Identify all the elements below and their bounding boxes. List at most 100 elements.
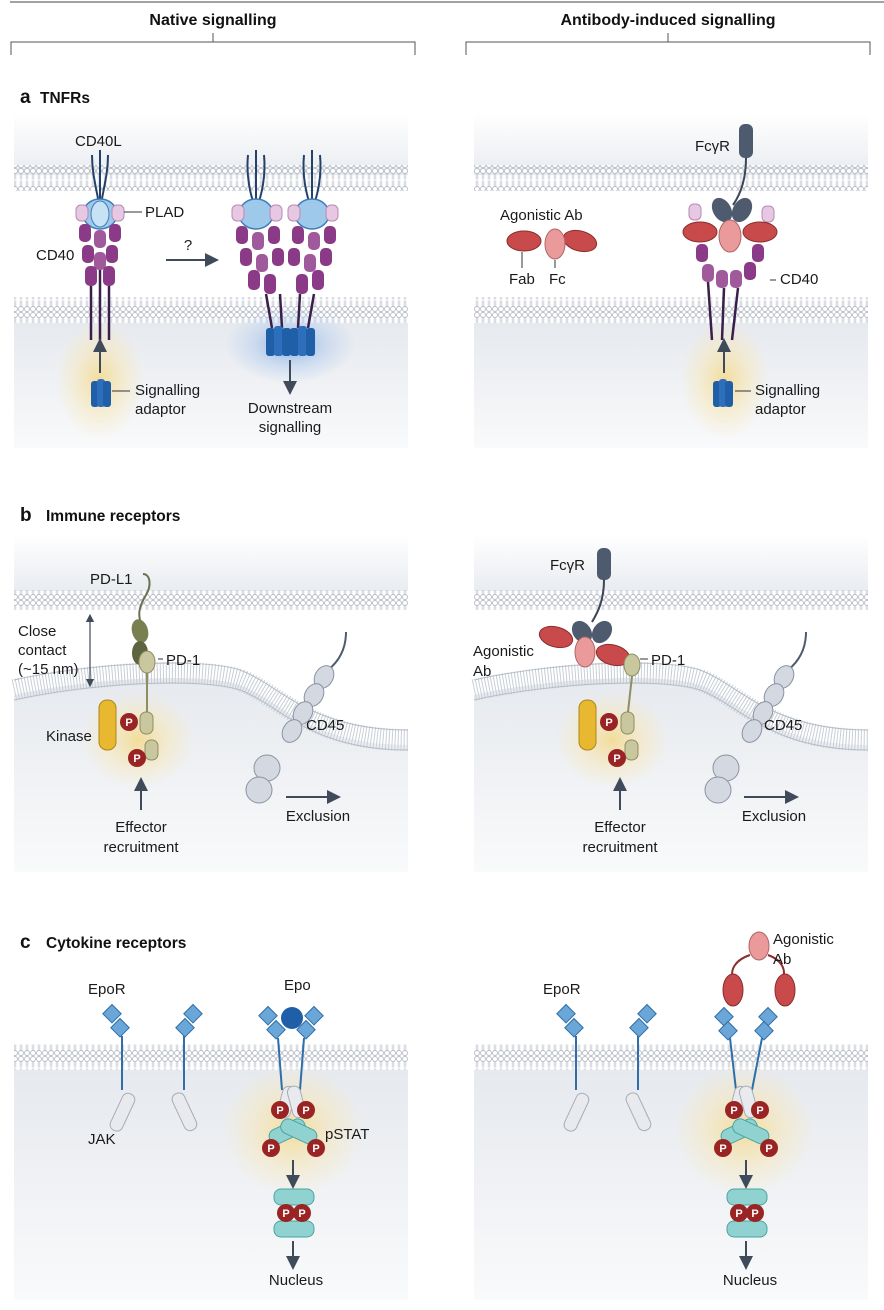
epor-monomer <box>556 1003 590 1132</box>
panel-c-native: EpoR JAK Epo P P P P pSTAT <box>14 958 408 1300</box>
label-pstat: pSTAT <box>325 1126 369 1143</box>
label-epor: EpoR <box>88 981 126 998</box>
label-epor: EpoR <box>543 981 581 998</box>
section-b-title: Immune receptors <box>46 508 180 525</box>
signalling-adaptor <box>713 379 733 407</box>
cd40-cluster <box>231 149 339 356</box>
signalling-adaptor <box>91 379 111 407</box>
label-effector: Effector <box>115 819 166 836</box>
agonistic-antibody <box>506 228 598 260</box>
pd-1 <box>138 650 159 761</box>
phospho-group: P P <box>120 713 146 767</box>
section-c-letter: c <box>20 932 31 953</box>
label-exclusion: Exclusion <box>286 808 350 825</box>
svg-text:P: P <box>302 1105 309 1117</box>
label-nucleus: Nucleus <box>723 1272 777 1289</box>
fcgr-receptor <box>732 124 753 206</box>
label-pd-l1: PD-L1 <box>90 571 133 588</box>
membrane-top <box>14 165 408 191</box>
pd-1 <box>620 653 641 761</box>
svg-text:P: P <box>605 717 612 729</box>
label-cd40: CD40 <box>780 271 818 288</box>
epor-monomer <box>625 1003 657 1132</box>
label-agonistic-ab: Agonistic Ab <box>500 207 583 224</box>
label-cd45: CD45 <box>764 717 802 734</box>
bracket-native <box>10 33 416 55</box>
label-contact: contact <box>18 642 67 659</box>
svg-text:P: P <box>133 753 140 765</box>
label-agonistic: Agonistic <box>473 643 534 660</box>
cd40-receptor <box>75 204 125 340</box>
agonistic-antibody <box>538 625 631 668</box>
bracket-antibody <box>465 33 871 55</box>
label-downstream-signalling: signalling <box>259 419 322 436</box>
label-recruitment: recruitment <box>103 839 179 856</box>
label-adaptor: adaptor <box>755 401 806 418</box>
label-exclusion: Exclusion <box>742 808 806 825</box>
phospho-group: P P P P <box>262 1101 325 1157</box>
column-headers: Native signalling Antibody-induced signa… <box>10 1 884 55</box>
epo-ligand <box>281 1007 303 1029</box>
pstat-dimer: P P <box>273 1188 315 1238</box>
label-pd-1: PD-1 <box>651 652 685 669</box>
cd45 <box>704 631 807 804</box>
panel-b-native: Close contact (~15 nm) PD-L1 PD-1 Kinase… <box>11 534 409 872</box>
section-a-letter: a <box>20 87 31 108</box>
label-jak: JAK <box>88 1131 116 1148</box>
label-nucleus: Nucleus <box>269 1272 323 1289</box>
panel-a-antibody: FcγR Agonistic Ab Fab Fc <box>474 113 868 448</box>
epor-monomer <box>171 1003 203 1132</box>
label-close: Close <box>18 623 56 640</box>
svg-text:P: P <box>719 1143 726 1155</box>
svg-text:P: P <box>298 1208 305 1220</box>
membrane <box>14 1044 408 1070</box>
svg-text:P: P <box>282 1208 289 1220</box>
membrane-top <box>474 590 868 610</box>
label-downstream: Downstream <box>248 400 332 417</box>
svg-text:P: P <box>765 1143 772 1155</box>
panel-b-antibody: FcγR Agonistic Ab PD-1 P P Effector recr… <box>471 534 869 872</box>
phospho-group: P P P P <box>714 1101 778 1157</box>
svg-text:P: P <box>730 1105 737 1117</box>
fcgr-receptor <box>571 548 613 644</box>
label-signalling: Signalling <box>755 382 820 399</box>
label-signalling: Signalling <box>135 382 200 399</box>
membrane <box>474 1044 868 1070</box>
svg-text:P: P <box>613 753 620 765</box>
label-agonistic: Agonistic <box>773 931 834 948</box>
signal-glow <box>556 692 668 788</box>
panel-a-native: Signalling adaptor ? <box>14 113 408 448</box>
label-question: ? <box>184 237 192 254</box>
label-fab: Fab <box>509 271 535 288</box>
label-effector: Effector <box>594 819 645 836</box>
svg-text:P: P <box>751 1208 758 1220</box>
membrane-top <box>14 590 408 610</box>
epor-monomer <box>102 1003 136 1132</box>
label-pd-1: PD-1 <box>166 652 200 669</box>
label-epo: Epo <box>284 977 311 994</box>
cd45 <box>245 631 347 804</box>
pstat-dimer: P P <box>726 1188 768 1238</box>
membrane-top <box>474 165 868 191</box>
svg-text:P: P <box>267 1143 274 1155</box>
membrane-bottom <box>14 297 408 323</box>
phospho-group: P P <box>600 713 626 767</box>
label-fcgr: FcγR <box>695 138 730 155</box>
label-cd40l: CD40L <box>75 133 122 150</box>
header-antibody: Antibody-induced signalling <box>560 12 775 29</box>
svg-text:P: P <box>735 1208 742 1220</box>
label-ab: Ab <box>773 951 791 968</box>
label-fc: Fc <box>549 271 566 288</box>
label-recruitment: recruitment <box>582 839 658 856</box>
label-plad: PLAD <box>145 204 184 221</box>
svg-text:P: P <box>756 1105 763 1117</box>
label-distance: (~15 nm) <box>18 661 78 678</box>
epor-dimer <box>258 1005 324 1145</box>
section-c-title: Cytokine receptors <box>46 935 186 952</box>
membrane-bottom <box>474 297 868 323</box>
header-native: Native signalling <box>149 12 276 29</box>
label-adaptor: adaptor <box>135 401 186 418</box>
section-a-title: TNFRs <box>40 90 90 107</box>
kinase <box>98 699 117 751</box>
